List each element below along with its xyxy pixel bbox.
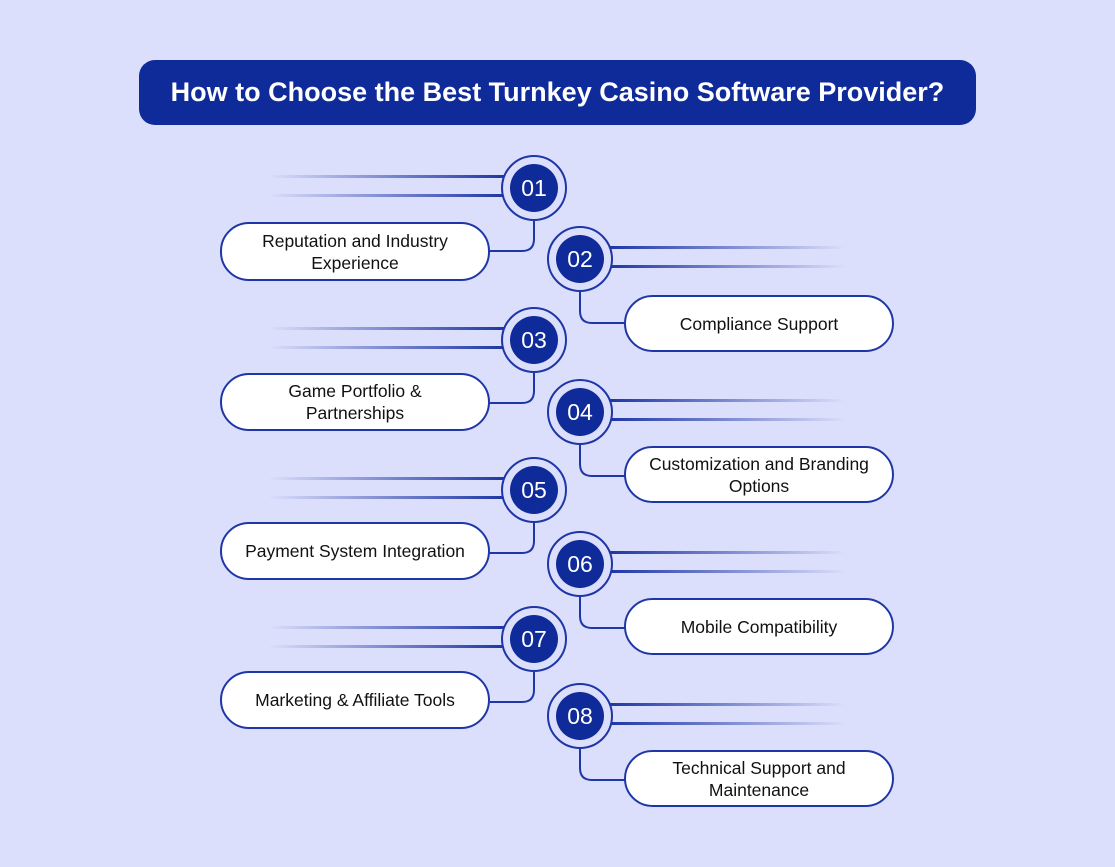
elbow-connector	[490, 373, 535, 404]
step-03-number-circle: 03	[501, 307, 567, 373]
elbow-connector	[490, 523, 535, 554]
step-08-number-circle: 08	[547, 683, 613, 749]
step-07-card: Marketing & Affiliate Tools	[220, 671, 490, 729]
speed-line	[268, 477, 504, 480]
step-06-number: 06	[556, 540, 604, 588]
elbow-connector	[579, 292, 625, 324]
step-01-card: Reputation and Industry Experience	[220, 222, 490, 281]
step-08-number: 08	[556, 692, 604, 740]
speed-line	[610, 551, 846, 554]
speed-line	[610, 703, 846, 706]
step-01-number-circle: 01	[501, 155, 567, 221]
step-04-number: 04	[556, 388, 604, 436]
step-02-card: Compliance Support	[624, 295, 894, 352]
speed-line	[610, 722, 846, 725]
elbow-connector	[579, 749, 625, 781]
speed-line	[268, 626, 504, 629]
step-03-number: 03	[510, 316, 558, 364]
speed-line	[610, 246, 846, 249]
step-02-number-circle: 02	[547, 226, 613, 292]
speed-line	[610, 399, 846, 402]
elbow-connector	[579, 445, 625, 477]
speed-line	[610, 265, 846, 268]
speed-line	[268, 496, 504, 499]
step-06-card: Mobile Compatibility	[624, 598, 894, 655]
speed-line	[268, 194, 504, 197]
step-04-card: Customization and Branding Options	[624, 446, 894, 503]
step-05-card: Payment System Integration	[220, 522, 490, 580]
speed-line	[268, 327, 504, 330]
elbow-connector	[579, 597, 625, 629]
step-08-card: Technical Support and Maintenance	[624, 750, 894, 807]
step-02-number: 02	[556, 235, 604, 283]
elbow-connector	[490, 221, 535, 252]
step-01-number: 01	[510, 164, 558, 212]
speed-line	[268, 645, 504, 648]
speed-line	[610, 418, 846, 421]
page-title: How to Choose the Best Turnkey Casino So…	[139, 60, 976, 125]
speed-line	[268, 346, 504, 349]
step-06-number-circle: 06	[547, 531, 613, 597]
speed-line	[268, 175, 504, 178]
step-03-card: Game Portfolio & Partnerships	[220, 373, 490, 431]
step-07-number: 07	[510, 615, 558, 663]
step-07-number-circle: 07	[501, 606, 567, 672]
step-04-number-circle: 04	[547, 379, 613, 445]
elbow-connector	[490, 672, 535, 703]
step-05-number: 05	[510, 466, 558, 514]
speed-line	[610, 570, 846, 573]
step-05-number-circle: 05	[501, 457, 567, 523]
